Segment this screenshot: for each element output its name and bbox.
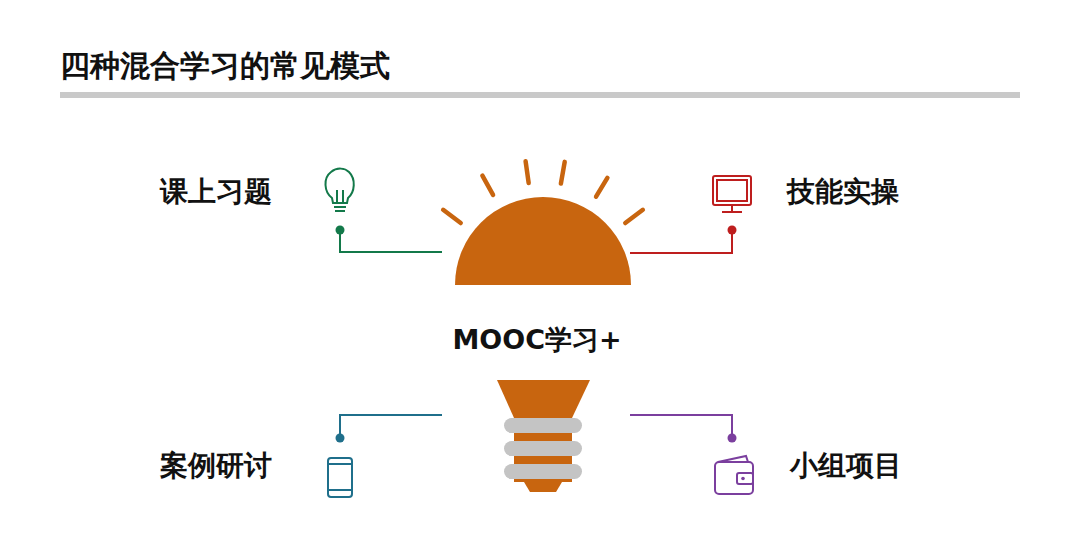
sun-half-disc	[455, 197, 631, 285]
sun-ray	[625, 210, 643, 223]
sun-ray	[561, 162, 565, 184]
phone-icon	[328, 458, 352, 497]
sun-ray	[482, 176, 493, 195]
green-leader	[336, 226, 443, 253]
sun-ray	[443, 210, 461, 223]
purple-leader	[630, 415, 737, 443]
mode-label: 案例研讨	[160, 447, 272, 485]
title-bar	[60, 92, 1020, 98]
sun-rays	[443, 161, 643, 223]
mode-label: 课上习题	[160, 173, 272, 211]
bulb-base	[497, 380, 590, 492]
red-leader	[630, 226, 737, 254]
sun-ray	[596, 178, 607, 197]
sun-ray	[526, 161, 529, 183]
lightbulb-icon	[325, 169, 353, 211]
mode-label: 技能实操	[787, 173, 899, 211]
mode-label: 小组项目	[790, 447, 902, 485]
monitor-icon	[713, 176, 751, 212]
diagram-title: 四种混合学习的常见模式	[60, 46, 390, 87]
wallet-icon	[715, 456, 753, 494]
center-label: MOOC学习+	[452, 322, 621, 358]
teal-leader	[336, 415, 443, 443]
